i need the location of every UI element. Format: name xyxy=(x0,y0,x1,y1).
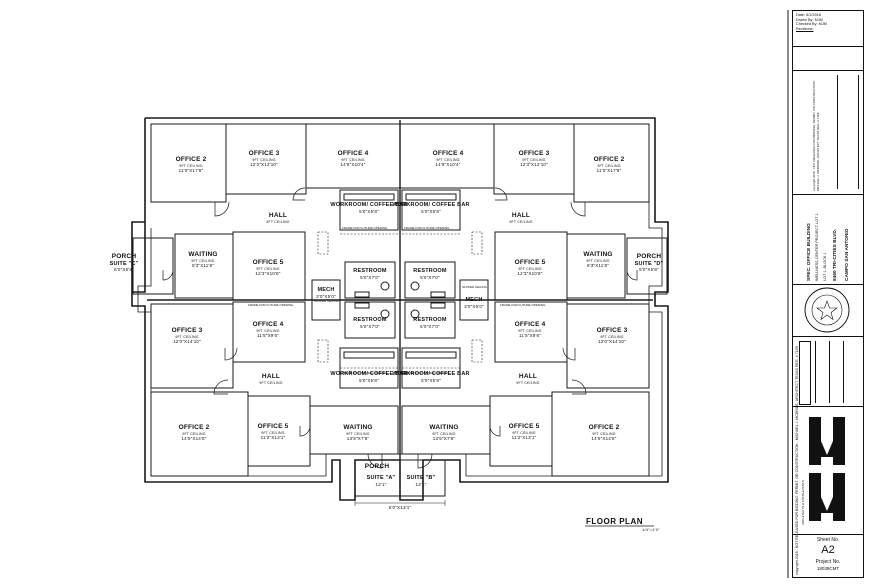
sheet-no-label: Sheet No. xyxy=(816,537,840,543)
architect-seal-icon xyxy=(804,287,850,333)
firm-logo-block: ARCHITECTS & CONSULTANTS xyxy=(793,407,863,535)
sheet-no: A2 xyxy=(821,544,835,556)
firm-logo-icon xyxy=(809,417,845,521)
sheet-block: Sheet No. A2 Project No. 18038CMT xyxy=(793,535,863,579)
drawing-scale: 1/4"=1'0" xyxy=(642,527,660,532)
revision-block: Date: 6/1/2018 Drawn By: MJM Checked By:… xyxy=(793,11,863,47)
drawn-by-value: MJM xyxy=(814,17,823,22)
revisions-label: Revisions: xyxy=(796,27,814,32)
firm-caption: ARCHITECTS & CONSULTANTS xyxy=(801,480,805,525)
note-sloped-mech-l: SLOPED CEILING xyxy=(314,299,340,303)
note-future-opening-6: FRAME FOR FUTURE OPENING xyxy=(500,303,546,307)
project-line2: WELLNESS CENTER PROJECT LOT 1 xyxy=(815,213,819,281)
checked-by-value: MJM xyxy=(818,22,827,27)
disclaimer-block: copyright 2018 - NOT RELEASED FOR BIDDIN… xyxy=(793,71,863,195)
exterior-wall-inner xyxy=(137,123,663,477)
top-office-walls xyxy=(150,123,650,203)
drawn-by-label: Drawn By: xyxy=(796,17,814,22)
door-swings xyxy=(162,187,638,469)
note-sloped-mech-r: SLOPED CEILING xyxy=(462,285,488,289)
bottom-porch xyxy=(354,459,446,497)
restroom-core xyxy=(311,261,489,339)
room-label-suite-b: SUITE "B"12'1" xyxy=(406,475,436,487)
future-openings xyxy=(317,231,483,369)
checked-by-label: Checked By: xyxy=(796,22,818,27)
workroom-top xyxy=(339,189,461,231)
mid-rooms xyxy=(132,231,668,301)
project-no-label: Project No. xyxy=(815,559,841,565)
project-line1: SPEC. OFFICE BUILDING xyxy=(807,223,812,281)
project-info-block: SPEC. OFFICE BUILDING WELLNESS CENTER PR… xyxy=(793,195,863,285)
note-future-opening-1: FRAME FOR FUTURE OPENING xyxy=(342,226,388,230)
room-label-suite-a: SUITE "A"12'1" xyxy=(366,475,396,487)
disclaimer-text: copyright 2018 - NOT RELEASED FOR BIDDIN… xyxy=(812,80,820,191)
firm-info-block xyxy=(793,337,863,407)
note-future-opening-5: FRAME FOR FUTURE OPENING xyxy=(248,303,294,307)
note-future-opening-4: FRAME FOR FUTURE OPENING xyxy=(404,371,450,375)
project-no: 18038CMT xyxy=(816,566,840,571)
date-value: 6/1/2018 xyxy=(806,13,821,17)
note-future-opening-2: FRAME FOR FUTURE OPENING xyxy=(404,226,450,230)
project-address: 8460 TRI-CITIES BLVD. xyxy=(833,228,838,281)
architect-seal xyxy=(793,285,863,337)
project-city: CAMPO SAN ANTONIO xyxy=(845,228,850,281)
title-block: Date: 6/1/2018 Drawn By: MJM Checked By:… xyxy=(792,10,864,578)
project-line3: LOT 1, BLOCK 1 xyxy=(823,252,827,281)
date-label: Date: xyxy=(796,13,806,17)
drawing-title: FLOOR PLAN xyxy=(586,517,643,526)
porch-overall-dimension: 5'0"X13'1" xyxy=(388,505,412,510)
room-label-porch-bottom: PORCH xyxy=(364,463,390,470)
note-future-opening-3: FRAME FOR FUTURE OPENING xyxy=(342,371,388,375)
revision-space xyxy=(793,47,863,71)
dimension-line xyxy=(354,500,446,506)
